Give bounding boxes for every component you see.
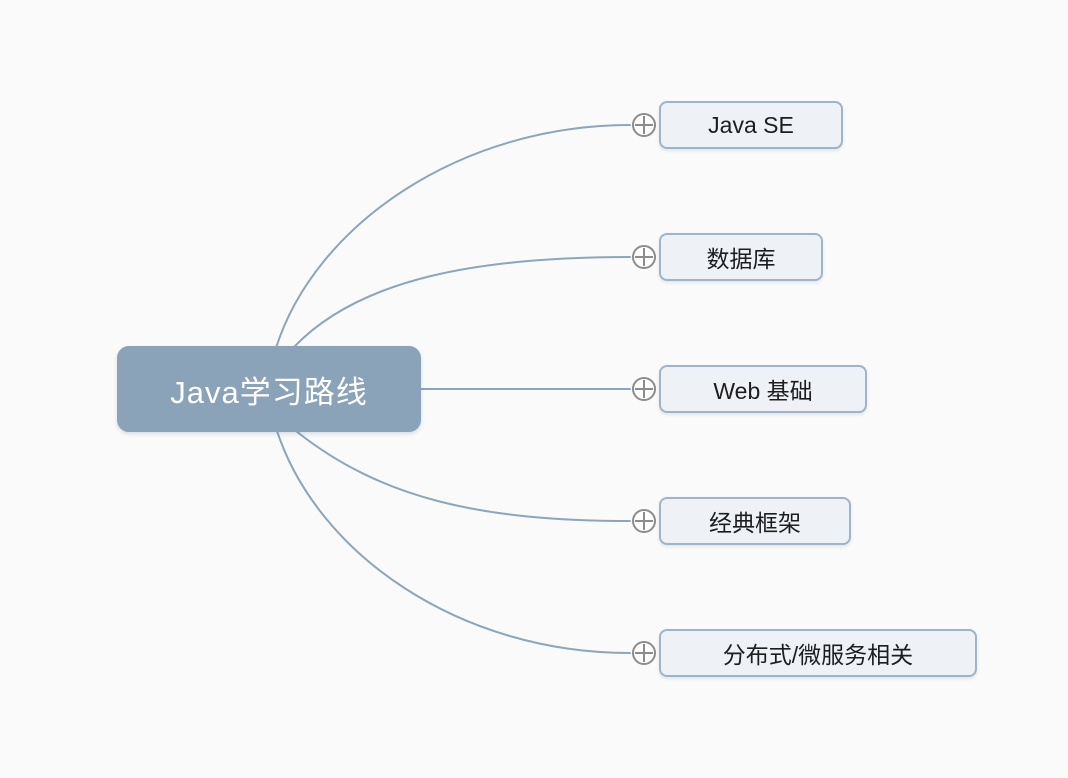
topic-node-distributed[interactable]: 分布式/微服务相关: [659, 629, 977, 677]
expand-icon[interactable]: [631, 376, 657, 402]
connector-root-database: [293, 256, 631, 348]
topic-node-database[interactable]: 数据库: [659, 233, 823, 281]
topic-label: Java SE: [708, 111, 794, 138]
topic-node-web-basics[interactable]: Web 基础: [659, 365, 867, 413]
expand-icon[interactable]: [631, 244, 657, 270]
connector-root-frameworks: [295, 430, 631, 522]
topic-label: 数据库: [706, 246, 776, 272]
topic-node-java-se[interactable]: Java SE: [659, 101, 843, 149]
topic-node-frameworks[interactable]: 经典框架: [659, 497, 851, 545]
expand-icon[interactable]: [631, 112, 657, 138]
expand-icon[interactable]: [631, 508, 657, 534]
topic-label: Web 基础: [713, 378, 813, 404]
root-topic-node[interactable]: Java学习路线: [117, 346, 421, 432]
expand-icon[interactable]: [631, 640, 657, 666]
connector-root-java-se: [275, 124, 631, 349]
root-topic-label: Java学习路线: [170, 374, 368, 410]
connector-root-distributed: [276, 430, 631, 654]
topic-label: 经典框架: [709, 510, 801, 536]
topic-label: 分布式/微服务相关: [722, 642, 914, 668]
